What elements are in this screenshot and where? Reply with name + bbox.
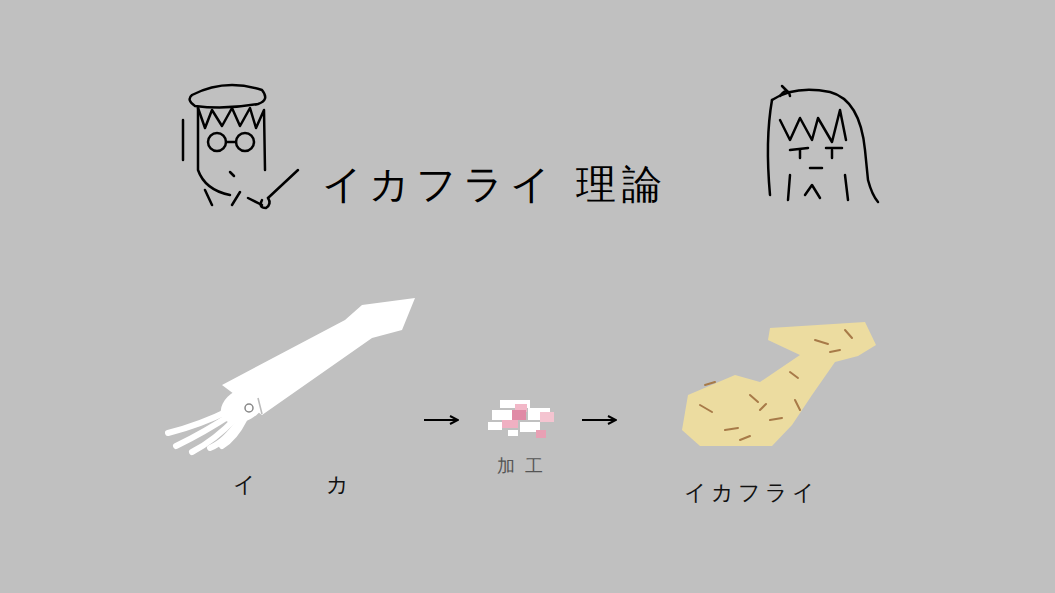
title: イカフライ 理論 — [322, 160, 668, 208]
flow-arrow — [424, 419, 458, 421]
flow-arrow — [582, 419, 616, 421]
illustrated-step: イカ — [160, 292, 422, 512]
step-label: イカ — [160, 470, 422, 500]
illustrated-step: 加工 — [460, 392, 580, 482]
step-label: 加工 — [460, 454, 580, 478]
illustrated-step: イカフライ — [618, 318, 880, 512]
step-label: イカフライ — [618, 478, 880, 508]
